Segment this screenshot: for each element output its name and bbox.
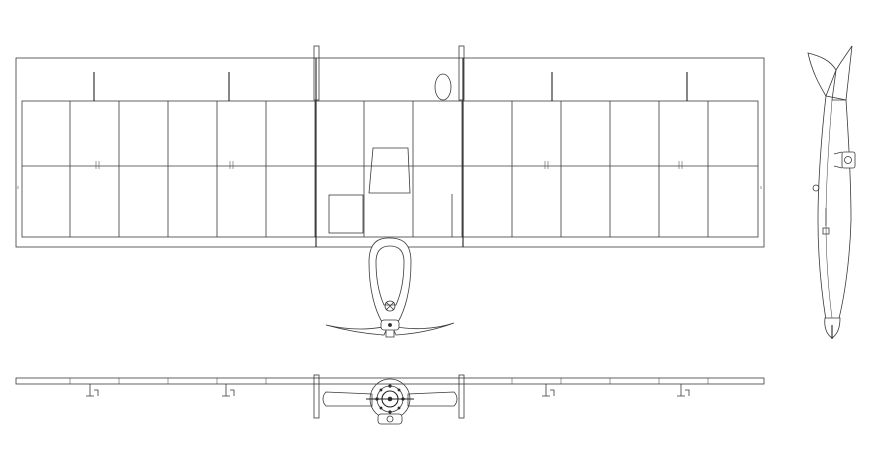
panel-columns — [69, 101, 709, 237]
center-window — [368, 147, 411, 194]
hatch-oval — [434, 73, 452, 101]
front-camera-lens — [386, 415, 394, 423]
spinner-hub — [388, 323, 392, 327]
panel-marks — [17, 161, 762, 189]
side-fin — [807, 52, 837, 97]
front-wing — [15, 377, 765, 385]
top-view — [15, 45, 765, 338]
side-camera — [841, 151, 856, 169]
side-sensor — [812, 184, 820, 192]
side-fin-right — [831, 45, 853, 101]
front-fairing-right — [407, 391, 458, 407]
side-camera-lens — [844, 156, 852, 164]
front-wing-segments — [69, 378, 709, 384]
right-boom-tip — [458, 45, 465, 101]
side-body — [817, 95, 852, 323]
panel-area — [21, 100, 759, 238]
nose-gear — [385, 331, 395, 338]
front-antenna-icons — [86, 384, 690, 397]
front-view — [15, 374, 765, 425]
front-right-boom — [458, 374, 465, 419]
left-boom-tip — [313, 45, 320, 101]
wing-outline — [15, 57, 765, 248]
side-body-inner — [825, 99, 833, 319]
propeller-left-blade — [325, 324, 389, 336]
fuselage-pod — [368, 237, 412, 323]
cockpit-outline — [375, 245, 405, 306]
side-gear-box — [822, 227, 830, 235]
center-hatch — [328, 194, 364, 234]
front-left-boom — [313, 374, 320, 419]
nose-x-icon — [384, 300, 396, 312]
front-fairing-left — [322, 391, 373, 407]
antennas — [93, 72, 688, 101]
side-gimbal-arm — [833, 151, 843, 169]
propeller-right-blade — [391, 322, 455, 336]
front-camera-pod — [377, 413, 403, 425]
side-view — [807, 45, 856, 339]
